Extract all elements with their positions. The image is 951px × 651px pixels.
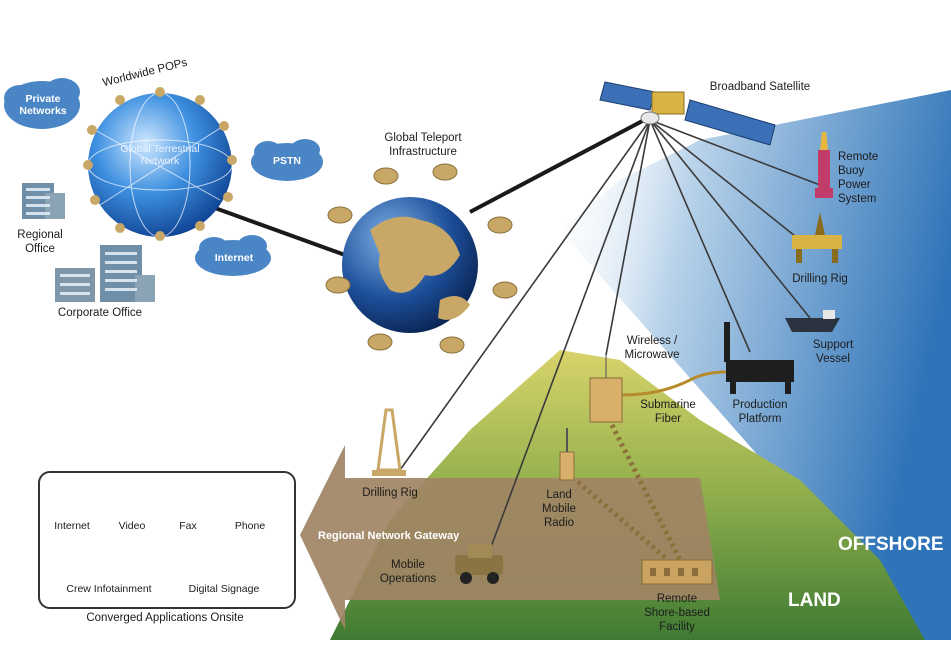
private-networks-label: Private Networks (19, 93, 67, 117)
gateway-arrow (300, 445, 720, 630)
submarine-fiber-label: Submarine Fiber (640, 399, 696, 425)
gateway-label: Regional Network Gateway (318, 530, 460, 542)
offshore-drilling-rig (792, 212, 842, 263)
internet-cloud (195, 235, 271, 276)
app-video-label: Video (118, 520, 146, 532)
link-terrestrial-teleport (214, 206, 346, 257)
link-teleport-satellite (469, 116, 649, 214)
remote-shore-facility (641, 559, 713, 585)
wireless-microwave-unit (589, 355, 623, 423)
support-vessel-label: Support Vessel (812, 339, 854, 365)
land-label: LAND (788, 590, 841, 611)
app-digital-signage-label: Digital Signage (188, 583, 260, 595)
remote-facility-label: Remote Shore-based Facility (644, 593, 710, 633)
private-networks-cloud (4, 78, 80, 129)
corporate-office-building (55, 245, 155, 302)
pstn-label: PSTN (272, 155, 301, 167)
converged-applications-box (38, 471, 296, 609)
mobile-operations-vehicle (455, 544, 503, 584)
remote-buoy (815, 132, 833, 198)
offshore-label: OFFSHORE (838, 534, 944, 555)
app-internet-label: Internet (54, 520, 90, 532)
remote-buoy-label: Remote Buoy Power System (838, 151, 879, 205)
microwave-links (576, 423, 683, 562)
app-crew-infotainment-label: Crew Infotainment (66, 583, 152, 595)
production-platform (724, 322, 794, 394)
production-platform-label: Production Platform (732, 399, 788, 425)
land-drilling-rig (372, 408, 406, 476)
satellite-label: Broadband Satellite (709, 81, 811, 93)
land-mobile-radio-label: Land Mobile Radio (542, 489, 576, 529)
pstn-cloud (251, 139, 323, 181)
regional-office-label: Regional Office (17, 229, 63, 255)
app-phone-label: Phone (234, 520, 266, 532)
offshore-drilling-rig-label: Drilling Rig (792, 273, 848, 285)
app-fax-label: Fax (179, 520, 197, 532)
teleport-label: Global Teleport Infrastructure (384, 132, 462, 158)
corporate-office-label: Corporate Office (57, 307, 143, 319)
teleport-globe (325, 163, 518, 354)
mobile-operations-label: Mobile Operations (379, 559, 437, 585)
converged-applications-caption: Converged Applications Onsite (86, 612, 244, 624)
regional-office-building (22, 183, 65, 219)
wireless-microwave-label: Wireless / Microwave (624, 335, 680, 361)
internet-cloud-label: Internet (214, 252, 254, 264)
land-drilling-rig-label: Drilling Rig (362, 487, 418, 499)
satellite (599, 81, 776, 146)
global-terrestrial-label: Global Terrestrial Network (120, 143, 200, 167)
support-vessel (785, 310, 840, 332)
satellite-links (399, 119, 821, 556)
terrestrial-network-globe (83, 87, 237, 241)
submarine-fiber-cable (621, 370, 727, 397)
land-mobile-radio (559, 428, 575, 481)
